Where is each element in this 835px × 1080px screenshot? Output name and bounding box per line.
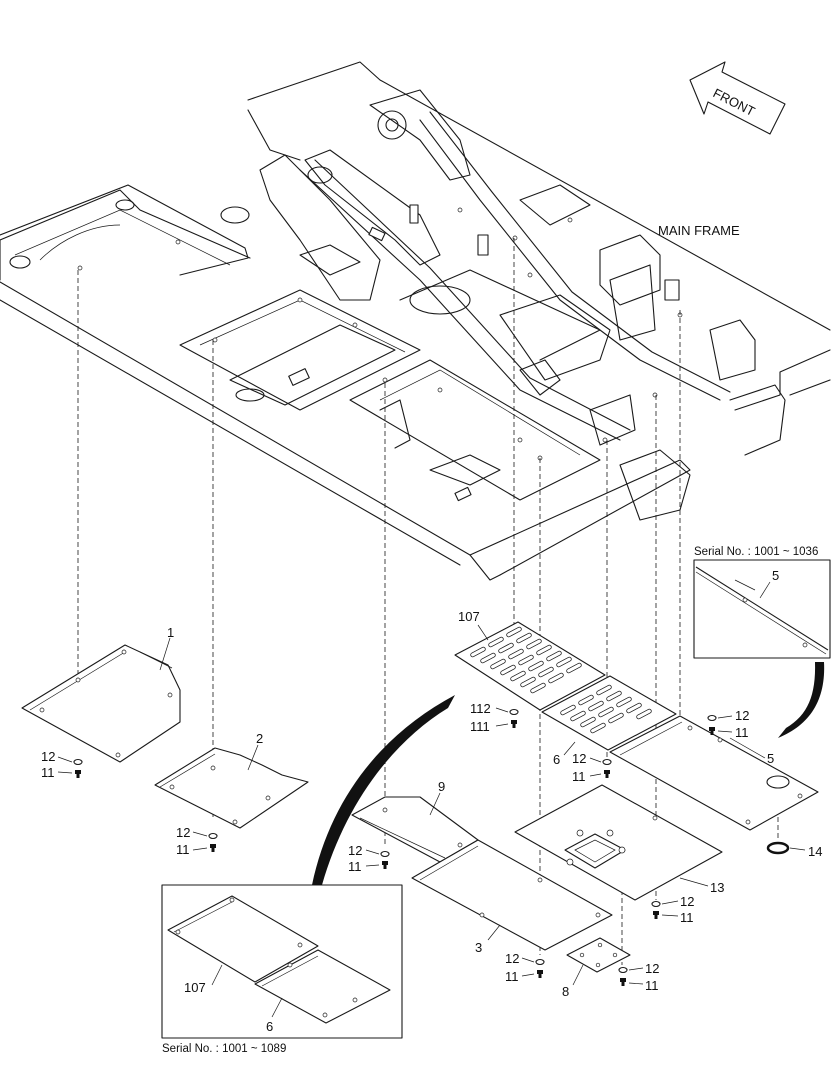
bolt-label-2: 11: [176, 842, 190, 857]
plate-9: [351, 796, 479, 863]
plate-3: [411, 839, 613, 951]
hardware-set-6: 12 11: [707, 708, 749, 740]
hardware-set-3: 12 11: [348, 843, 390, 874]
hardware-set-2: 12 11: [176, 825, 218, 857]
callout-9: 9: [438, 779, 445, 794]
callout-3: 3: [475, 940, 482, 955]
hardware-set-4: 112 111: [470, 701, 519, 734]
grommet-14: [766, 841, 790, 855]
plate-5: [609, 715, 819, 831]
inset-bottom-left: Serial No. : 1001 ~ 1089 107 6: [161, 884, 403, 1055]
callout-14: 14: [808, 844, 822, 859]
plate-13: [514, 784, 723, 901]
washer-label-9: 12: [645, 961, 659, 976]
inset-top-right: Serial No. : 1001 ~ 1036 5: [693, 546, 831, 659]
inset-top-part-5: 5: [772, 568, 779, 583]
washer-label-6: 12: [735, 708, 749, 723]
plate-1: [21, 644, 181, 763]
hardware-set-8: 12 11: [505, 951, 545, 984]
label-111: 111: [470, 719, 490, 734]
callout-8: 8: [562, 984, 569, 999]
bolt-label-8: 11: [505, 969, 519, 984]
plate-2: [154, 747, 309, 829]
hardware-set-5: 12 11: [572, 751, 612, 784]
plate-107: [454, 621, 606, 711]
washer-label-2: 12: [176, 825, 190, 840]
callout-2: 2: [256, 731, 263, 746]
plate-8: [566, 937, 631, 973]
washer-label-8: 12: [505, 951, 519, 966]
callout-5: 5: [767, 751, 774, 766]
label-112: 112: [470, 701, 491, 716]
bolt-label-7: 11: [680, 910, 694, 925]
inset-arrow-top: [778, 662, 825, 738]
inset-bottom-serial: Serial No. : 1001 ~ 1089: [162, 1043, 286, 1055]
washer-label-1: 12: [41, 749, 55, 764]
inset-bottom-part-6: 6: [266, 1019, 273, 1034]
hardware-set-9: 12 11: [618, 961, 659, 993]
callout-1: 1: [167, 625, 174, 640]
callout-13: 13: [710, 880, 724, 895]
front-arrow-icon: FRONT: [689, 61, 786, 135]
callout-107: 107: [458, 609, 480, 624]
inset-top-serial: Serial No. : 1001 ~ 1036: [694, 546, 818, 558]
bolt-label-1: 11: [41, 765, 55, 780]
hardware-set-1: 12 11: [41, 749, 83, 780]
hardware-set-7: 12 11: [651, 894, 694, 925]
main-frame-label: MAIN FRAME: [658, 223, 740, 238]
bolt-label-5: 11: [572, 769, 586, 784]
washer-label-7: 12: [680, 894, 694, 909]
inset-arrow-bottom: [312, 695, 455, 885]
plate-6: [541, 675, 677, 751]
bolt-label-6: 11: [735, 725, 749, 740]
main-frame: [0, 61, 831, 581]
bolt-label-3: 11: [348, 859, 362, 874]
bolt-label-9: 11: [645, 978, 659, 993]
washer-label-5: 12: [572, 751, 586, 766]
inset-bottom-part-107: 107: [184, 980, 206, 995]
washer-label-3: 12: [348, 843, 362, 858]
callout-6: 6: [553, 752, 560, 767]
